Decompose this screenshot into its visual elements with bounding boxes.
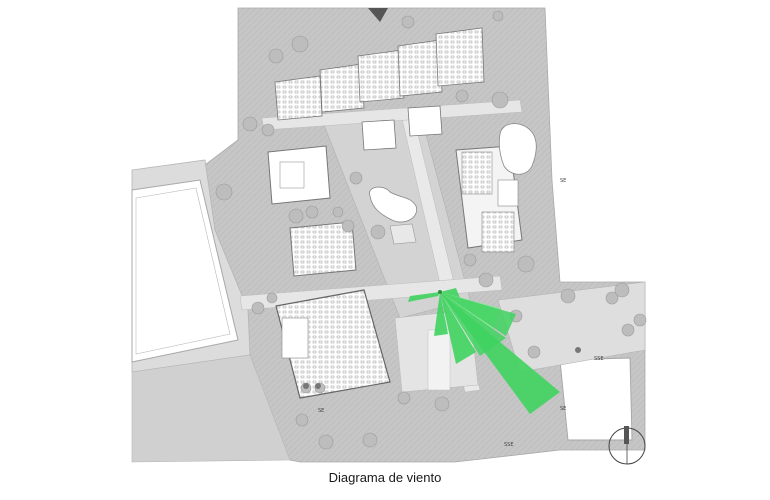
pavilion-central <box>369 186 418 223</box>
wind-diagram <box>408 288 560 414</box>
building-lab <box>267 145 331 205</box>
stage <box>389 223 417 245</box>
wind-origin <box>438 290 442 294</box>
sports-field-inner <box>135 187 231 355</box>
pavilion-right <box>498 123 537 175</box>
trees <box>215 10 647 450</box>
building-service-1 <box>361 119 397 151</box>
wind-sector-se-1 <box>440 292 516 336</box>
diagram-caption: Diagrama de viento <box>328 470 442 485</box>
label-sse-bottom: SSE <box>504 442 514 448</box>
tree-dark <box>303 347 581 389</box>
building-library <box>289 221 357 277</box>
site-plan: SE SE SE SSE SSE <box>131 7 647 465</box>
lower-left-land <box>131 354 291 463</box>
sports-field <box>131 179 239 363</box>
label-se-right: SE <box>560 178 566 184</box>
wind-sector-sse <box>440 292 560 414</box>
wind-sector-s <box>440 292 476 364</box>
right-plot <box>559 357 633 441</box>
label-se-bottom: SE <box>318 408 324 414</box>
buildings <box>267 8 537 399</box>
building-service-2 <box>407 105 443 137</box>
label-sse-road: SSE <box>594 356 604 362</box>
wind-sector-e <box>440 288 460 298</box>
wind-sector-ssw <box>434 292 448 336</box>
top-marker <box>368 8 388 22</box>
north-arrow-icon <box>608 426 646 465</box>
lower-walkway <box>427 329 451 391</box>
label-se-lower: SE <box>560 406 566 412</box>
building-classrooms-top <box>274 27 485 121</box>
map-labels: SE SE SE SSE SSE <box>318 178 604 448</box>
building-auditorium <box>275 289 391 399</box>
wind-sector-ene <box>408 292 440 302</box>
